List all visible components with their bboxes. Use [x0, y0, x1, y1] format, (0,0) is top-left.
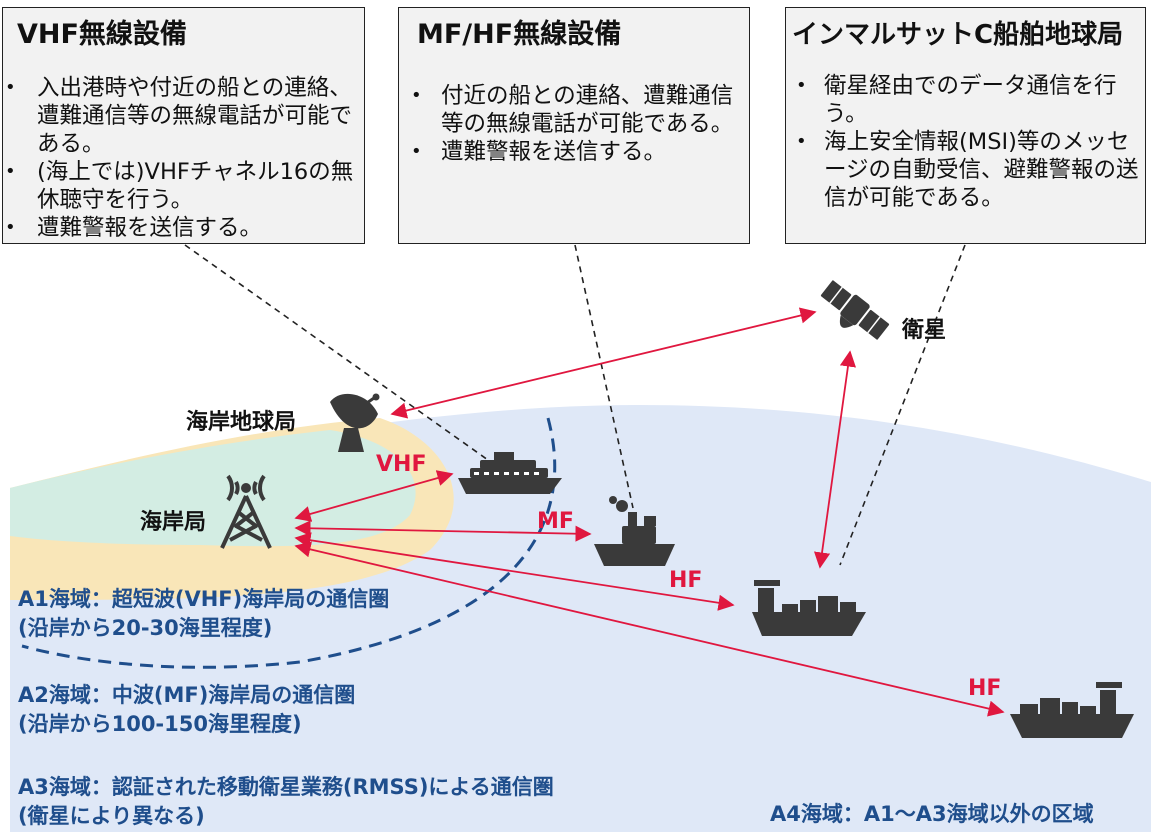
satellite-label: 衛星 [902, 318, 947, 343]
a2-area-line2: (沿岸から100-150海里程度) [18, 712, 302, 736]
vhf-equipment-box: VHF無線設備 入出港時や付近の船との連絡、遭難通信等の無線電話が可能である。 … [2, 7, 365, 244]
coast-earth-station-label: 海岸地球局 [186, 410, 297, 435]
satellite-dish-icon [330, 393, 380, 452]
vhf-box-title: VHF無線設備 [17, 19, 187, 50]
a2-area-line1: A2海域：中波(MF)海岸局の通信圏 [18, 683, 356, 707]
hf-link-label-2: HF [968, 676, 1002, 701]
mf-link-label: MF [537, 509, 574, 534]
vhf-box-list: 入出港時や付近の船との連絡、遭難通信等の無線電話が可能である。 (海上では)VH… [3, 74, 364, 242]
mf-box-list: 付近の船との連絡、遭難通信等の無線電話が可能である。 遭難警報を送信する。 [399, 82, 749, 166]
link-hf-2 [294, 541, 1005, 717]
cargo-ship-icon [752, 580, 866, 636]
tug-boat-icon [594, 496, 675, 566]
vhf-box-item: 入出港時や付近の船との連絡、遭難通信等の無線電話が可能である。 [3, 74, 364, 158]
inmarsat-box-list: 衛星経由でのデータ通信を行う。 海上安全情報(MSI)等のメッセージの自動受信、… [786, 72, 1145, 212]
cargo-ship-icon [1010, 682, 1134, 738]
satellite-icon [820, 280, 890, 340]
a2-area-label: A2海域：中波(MF)海岸局の通信圏 (沿岸から100-150海里程度) [18, 681, 355, 739]
a1-area-label: A1海域：超短波(VHF)海岸局の通信圏 (沿岸から20-30海里程度) [18, 585, 389, 643]
vhf-leader-line [184, 244, 489, 461]
a4-area-label: A4海域：A1～A3海域以外の区域 [770, 802, 1094, 826]
inmarsat-leader-line [839, 244, 966, 566]
a1-area-line2: (沿岸から20-30海里程度) [18, 616, 273, 640]
hf-link-label-1: HF [669, 568, 703, 593]
mf-box-title: MF/HF無線設備 [417, 19, 622, 50]
vhf-link-label: VHF [376, 452, 427, 477]
inmarsat-equipment-box: インマルサットC船舶地球局 衛星経由でのデータ通信を行う。 海上安全情報(MSI… [785, 7, 1146, 244]
link-vhf [294, 470, 454, 522]
radio-tower-icon [220, 474, 272, 549]
inmarsat-box-item: 海上安全情報(MSI)等のメッセージの自動受信、避難警報の送信が可能である。 [786, 128, 1145, 212]
mf-box-item: 遭難警報を送信する。 [399, 138, 749, 166]
ferry-ship-icon [458, 452, 562, 494]
a3-area-line2: (衛星により異なる) [18, 804, 205, 828]
inmarsat-box-title: インマルサットC船舶地球局 [792, 20, 1124, 50]
inmarsat-box-item: 衛星経由でのデータ通信を行う。 [786, 72, 1145, 128]
vhf-box-item: (海上では)VHFチャネル16の無休聴守を行う。 [3, 158, 364, 214]
a3-area-label: A3海域：認証された移動衛星業務(RMSS)による通信圏 (衛星により異なる) [18, 773, 554, 831]
a3-area-line1: A3海域：認証された移動衛星業務(RMSS)による通信圏 [18, 775, 554, 799]
link-satellite-ship [813, 350, 857, 569]
mf-hf-equipment-box: MF/HF無線設備 付近の船との連絡、遭難通信等の無線電話が可能である。 遭難警… [398, 7, 750, 244]
coast-station-label: 海岸局 [140, 510, 207, 535]
a1-area-line1: A1海域：超短波(VHF)海岸局の通信圏 [18, 587, 390, 611]
vhf-box-item: 遭難警報を送信する。 [3, 214, 364, 242]
mf-box-item: 付近の船との連絡、遭難通信等の無線電話が可能である。 [399, 82, 749, 138]
link-earthstation-satellite [390, 307, 817, 419]
